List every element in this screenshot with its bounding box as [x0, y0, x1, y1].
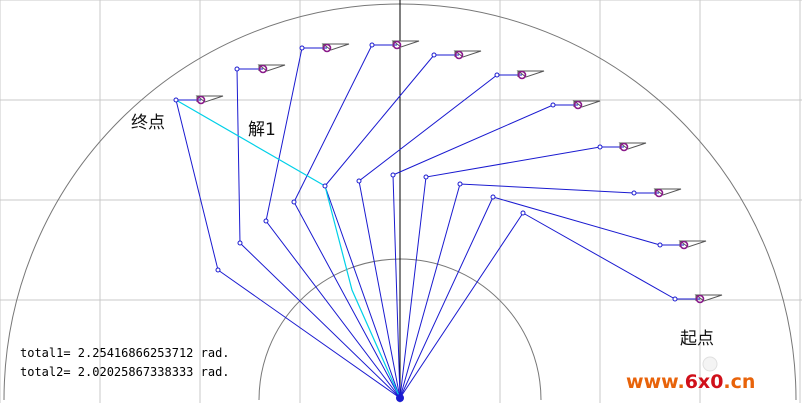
arm-joint [263, 218, 269, 224]
end-effector-ring [695, 294, 705, 304]
arm-joint [423, 174, 429, 180]
arm-joint [173, 97, 179, 103]
watermark-text: www.6x0.cn [626, 371, 755, 393]
watermark-char: x [698, 371, 710, 393]
end-effector-ring [196, 95, 206, 105]
arm-pose-polyline [399, 183, 659, 399]
arm-pose-polyline [175, 99, 401, 399]
total2-readout: total2= 2.02025867338333 rad. [20, 365, 230, 379]
arm-base [396, 394, 404, 402]
arm-joint [457, 181, 463, 187]
arm-joint [390, 172, 396, 178]
end-effector-ring [392, 40, 402, 50]
arm-joints [173, 42, 678, 302]
arm-joint [597, 144, 603, 150]
end-effector-ring [454, 50, 464, 60]
watermark-char: 6 [685, 371, 698, 393]
arm-joint [322, 183, 328, 189]
arm-joint [550, 102, 556, 108]
arm-pose-polyline [358, 74, 522, 399]
arm-joint [356, 178, 362, 184]
arm-joint [494, 72, 500, 78]
solution-path-highlight [175, 99, 401, 399]
arm-joint [431, 52, 437, 58]
watermark-char: w [626, 371, 644, 393]
arm-pose-polyline [265, 47, 401, 399]
watermark-char: n [742, 371, 756, 393]
watermark-char: . [677, 371, 684, 393]
arm-pose-polyline [293, 44, 401, 399]
start-point-label: 起点 [680, 329, 714, 349]
end-effector-ring [679, 240, 689, 250]
arm-joint [490, 194, 496, 200]
watermark-char: . [723, 371, 730, 393]
end-effector-ring [619, 142, 629, 152]
arm-joint [237, 240, 243, 246]
arm-pose-polyline [399, 196, 684, 399]
arm-joint [291, 199, 297, 205]
arm-joint [672, 296, 678, 302]
end-effector-ring [654, 188, 664, 198]
watermark-char: c [731, 371, 742, 393]
arm-joint [657, 242, 663, 248]
solution-label: 解1 [248, 120, 276, 140]
arm-joint [299, 45, 305, 51]
arm-joint [234, 66, 240, 72]
arm-configurations [175, 44, 700, 399]
end-effector-ring [322, 43, 332, 53]
end-effector-markers [195, 40, 723, 304]
arm-joint [631, 190, 637, 196]
total1-readout: total1= 2.25416866253712 rad. [20, 346, 230, 360]
end-point-label: 终点 [131, 113, 165, 133]
end-effector-ring [573, 100, 583, 110]
arm-pose-polyline [324, 54, 459, 399]
arm-pose-polyline [399, 212, 700, 399]
site-watermark: www.6x0.cn [626, 356, 755, 393]
arm-joint [215, 267, 221, 273]
arm-joint [369, 42, 375, 48]
watermark-char: 0 [710, 371, 723, 393]
arm-joint [520, 210, 526, 216]
watermark-char: w [661, 371, 678, 393]
watermark-char: w [644, 371, 662, 393]
watermark-bubble-icon [702, 356, 718, 372]
end-effector-ring [258, 64, 268, 74]
arm-pose-polyline [236, 68, 401, 399]
arm-pose-polyline [392, 104, 578, 399]
arm-pose-polyline [399, 146, 624, 399]
end-effector-ring [517, 70, 527, 80]
